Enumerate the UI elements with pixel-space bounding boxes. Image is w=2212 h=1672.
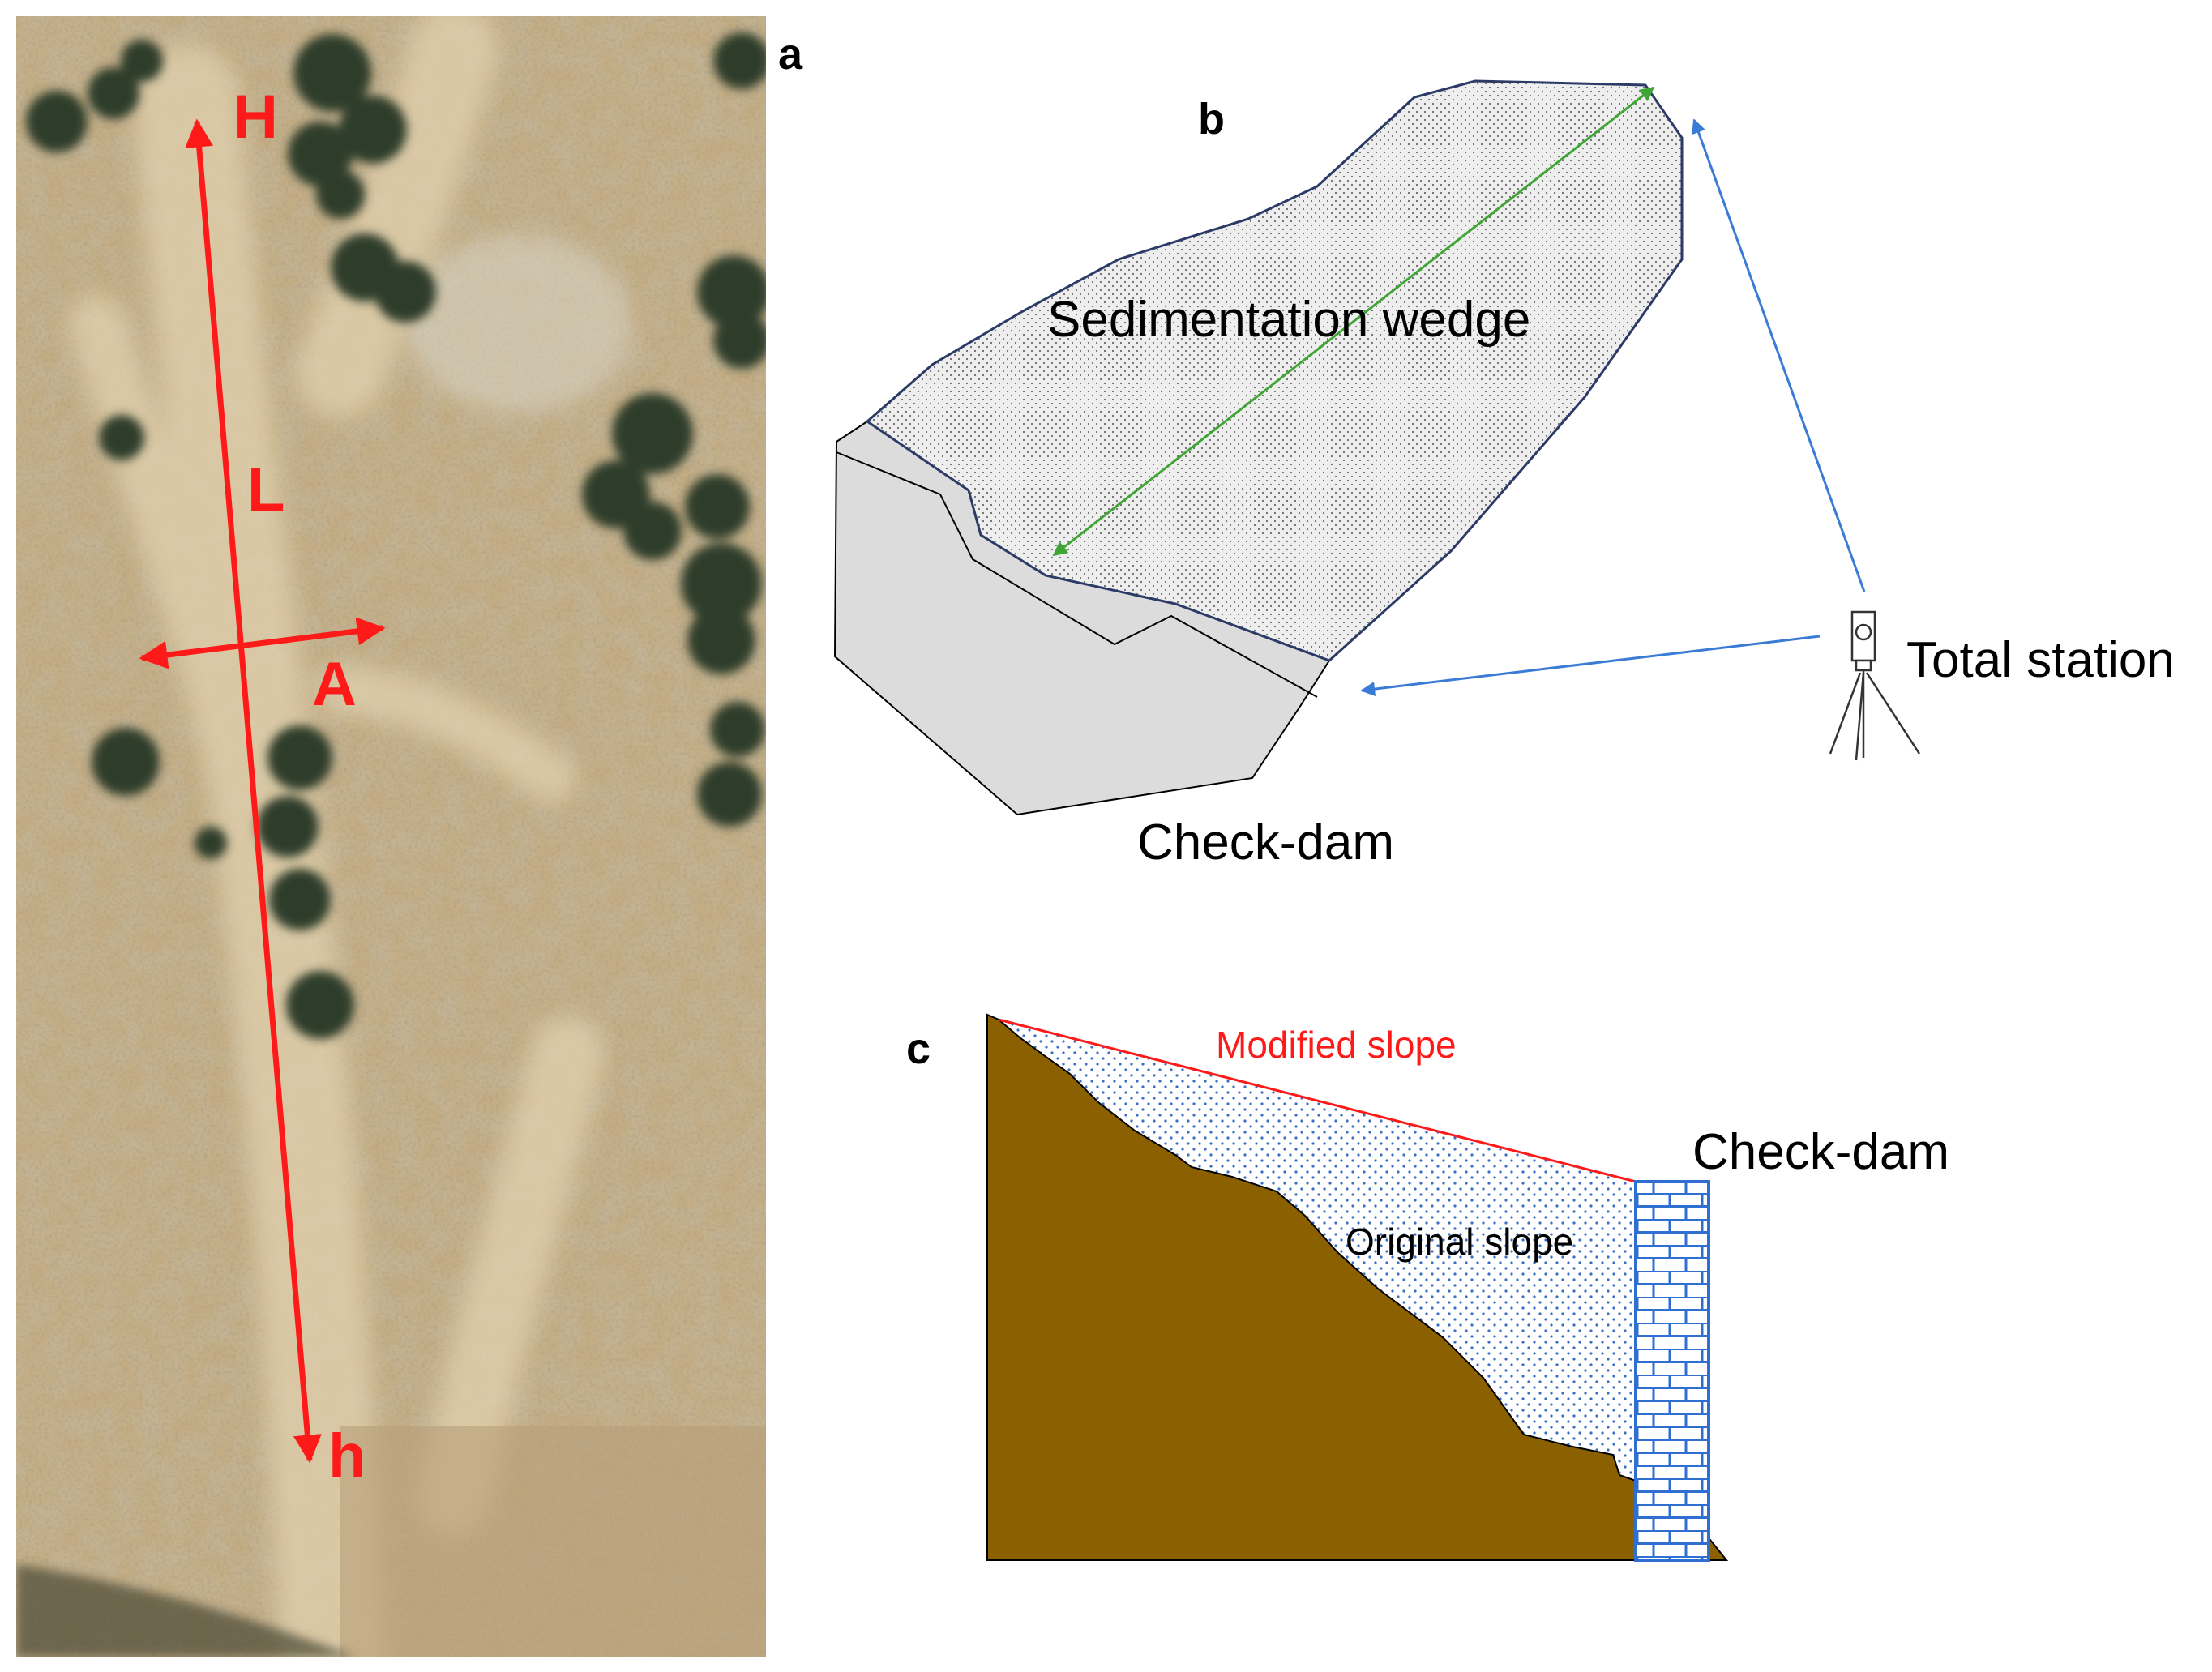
label-h: h (328, 1422, 366, 1490)
aerial-photo (16, 16, 766, 1657)
length-arrow (185, 118, 322, 1464)
label-A: A (312, 650, 357, 719)
modified-slope-line (998, 1018, 1637, 1183)
original-slope-label: Original slope (1346, 1221, 1573, 1263)
brick-check-dam (1634, 1180, 1710, 1562)
station-label: Total station (1906, 632, 2175, 688)
panel-a-annotations: H L A h (139, 83, 386, 1490)
modified-slope-label: Modified slope (1216, 1024, 1457, 1066)
wedge-length-arrow (1052, 86, 1655, 557)
total-station-icon (1829, 610, 1921, 761)
wedge-label: Sedimentation wedge (1047, 292, 1530, 348)
sight-line-top (1692, 118, 1866, 592)
dam-label-b: Check-dam (1137, 815, 1394, 870)
sediment-fill (999, 1020, 1636, 1481)
check-dam-crest (836, 451, 1318, 698)
panel-c: c Modified slope Original slope Check-da… (906, 1013, 1949, 1562)
label-L: L (247, 455, 285, 524)
panel-letter-a: a (778, 30, 803, 79)
panel-letter-b: b (1198, 95, 1225, 143)
original-terrain (986, 1013, 1637, 1561)
panel-b: b Sedimentation wedge Check-dam Total st… (833, 79, 2175, 870)
sight-line-dam (1360, 635, 1821, 697)
width-arrow (139, 617, 386, 669)
dam-label-c: Check-dam (1692, 1124, 1949, 1180)
panel-letter-c: c (906, 1024, 931, 1073)
label-H: H (233, 83, 278, 152)
